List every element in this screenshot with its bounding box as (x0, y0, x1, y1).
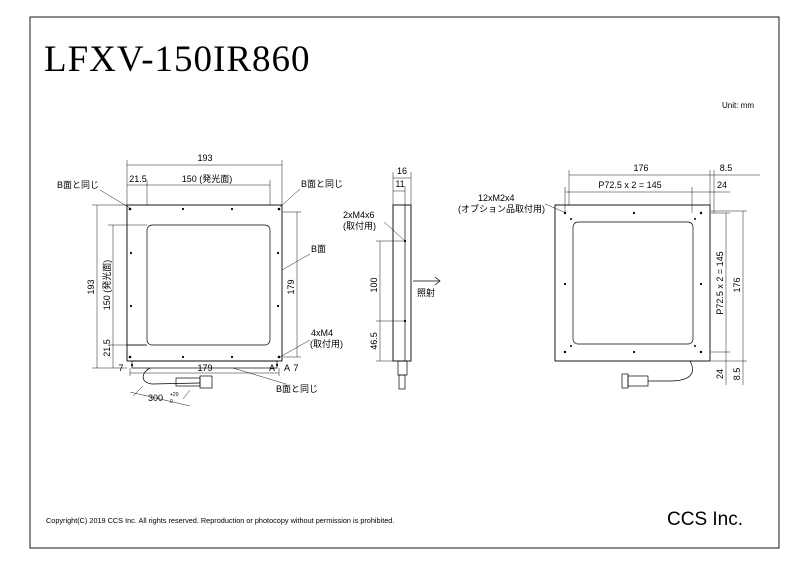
front-dim-width-total: 193 (197, 153, 212, 163)
side-dim-46-5: 46.5 (369, 332, 379, 350)
company-name: CCS Inc. (667, 509, 743, 530)
side-dim-top-16: 16 (397, 166, 407, 176)
back-view: 176 8.5 P72.5 x 2 = 145 24 12xM2x4 (オプショ… (458, 163, 760, 389)
front-note-holes-use: (取付用) (310, 339, 343, 349)
copyright-notice: Copyright(C) 2019 CCS Inc. All rights re… (46, 516, 394, 525)
back-dim-pitch-h: P72.5 x 2 = 145 (598, 180, 661, 190)
side-note-holes-use: (取付用) (343, 221, 376, 231)
side-view: 16 11 2xM4x6 (取付用) 100 46.5 照射 (343, 166, 441, 390)
side-irradiation: 照射 (417, 287, 435, 298)
front-view: 193 21.5 150 (発光面) 193 150 (発光面) 21.5 (57, 153, 343, 407)
front-dim-seven-left: 7 (118, 363, 123, 373)
back-dim-8-5-top: 8.5 (720, 163, 733, 173)
front-dim-seven-right: 7 (293, 363, 298, 373)
front-dim-offset-left: 21.5 (129, 174, 147, 184)
front-cable-length: 300 (148, 393, 163, 403)
front-dim-bottom-179: 179 (197, 363, 212, 373)
front-dim-offset-bottom: 21.5 (102, 339, 112, 357)
side-note-holes: 2xM4x6 (343, 210, 375, 220)
front-cable-tol-minus: 0 (170, 399, 173, 405)
back-dim-176-right: 176 (732, 277, 742, 292)
sheet-border (29, 16, 780, 549)
back-note-holes: 12xM2x4 (478, 193, 515, 203)
front-mark-a-left: A (269, 363, 275, 373)
unit-label: Unit: mm (722, 101, 754, 110)
front-mark-a-right: A (284, 363, 290, 373)
back-dim-8-5-right: 8.5 (732, 368, 742, 381)
front-note-b-face: B面 (311, 244, 326, 254)
back-dim-24-top: 24 (717, 180, 727, 190)
front-cable-tol-plus: +20 (170, 392, 179, 398)
front-dim-right-179: 179 (286, 279, 296, 294)
front-note-same-b-tl: B面と同じ (57, 180, 99, 190)
back-dim-176-top: 176 (633, 163, 648, 173)
front-note-holes: 4xM4 (311, 328, 333, 338)
front-dim-height-total: 193 (86, 279, 96, 294)
front-note-same-b-tr: B面と同じ (301, 179, 343, 189)
front-dim-emit-height: 150 (発光面) (101, 260, 112, 311)
front-note-same-b-bottom: B面と同じ (276, 384, 318, 394)
side-dim-top-11: 11 (395, 179, 404, 189)
front-dim-emit-width: 150 (発光面) (182, 173, 233, 184)
side-dim-100: 100 (369, 277, 379, 292)
back-note-holes-use: (オプション品取付用) (458, 204, 545, 214)
drawing-title: LFXV-150IR860 (44, 39, 311, 80)
back-dim-24-right: 24 (715, 369, 725, 379)
back-dim-pitch-v: P72.5 x 2 = 145 (715, 251, 725, 314)
